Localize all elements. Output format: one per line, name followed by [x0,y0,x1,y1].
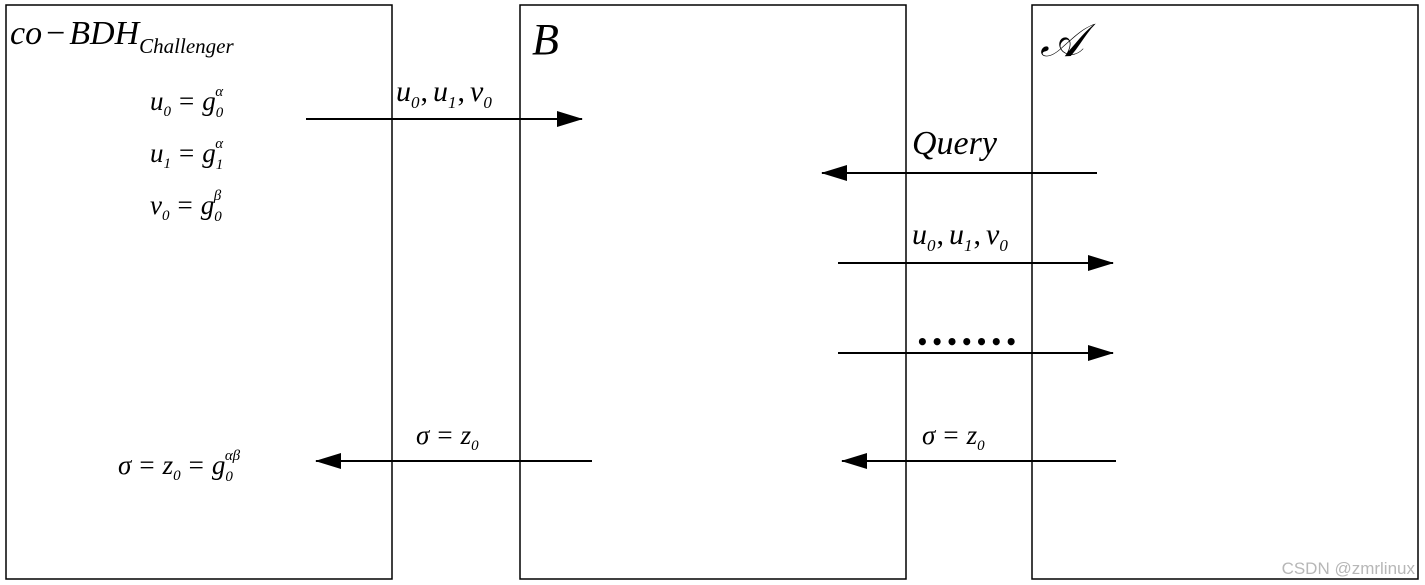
eq-v0: v0=g0β [150,188,222,225]
label-sigma-right: σ=z0 [922,420,985,454]
b-panel [519,4,907,580]
label-tuple-top: u0,u1,v0 [396,75,492,112]
label-dots: ••••••• [916,330,1019,354]
challenger-panel [5,4,393,580]
label-tuple-right: u0,u1,v0 [912,218,1008,255]
label-sigma-left: σ=z0 [416,420,479,454]
eq-u1: u1=g1α [150,136,224,173]
a-panel [1031,4,1419,580]
watermark: CSDN @zmrlinux [1281,559,1415,578]
eq-sigma-final: σ=z0=g0αβ [118,448,241,485]
label-query: Query [912,125,998,162]
challenger-title: co−BDHChallenger [10,15,234,58]
eq-u0: u0=g0α [150,84,224,121]
b-title: B [532,15,559,64]
a-title: 𝒜 [1040,15,1096,66]
